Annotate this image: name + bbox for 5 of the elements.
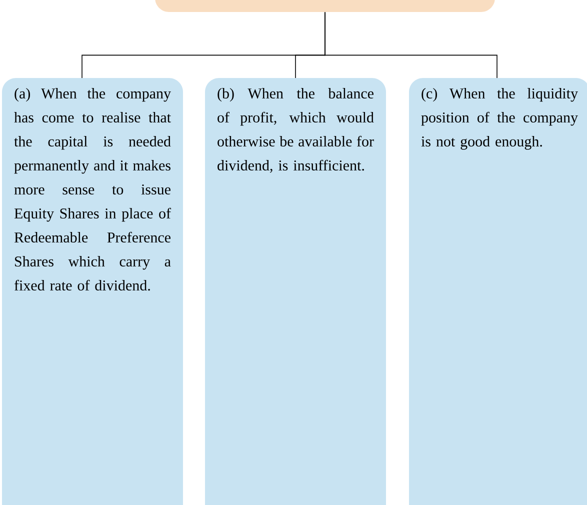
heading-box: [155, 0, 495, 12]
category-box: (c) When the liquidity position of the company is not good enough.: [409, 78, 587, 505]
connector-line: [324, 12, 498, 78]
category-box: (b) When the balance of profit, which would otherwise be available for dividend, is insufficient.: [205, 78, 386, 505]
category-box: (a) When the company has come to realise that the capital is needed permanently and it makes more sense to issue Equity Shares in place of Redeemable Preference Shares which carry a fixed rate of dividend.: [2, 78, 183, 505]
